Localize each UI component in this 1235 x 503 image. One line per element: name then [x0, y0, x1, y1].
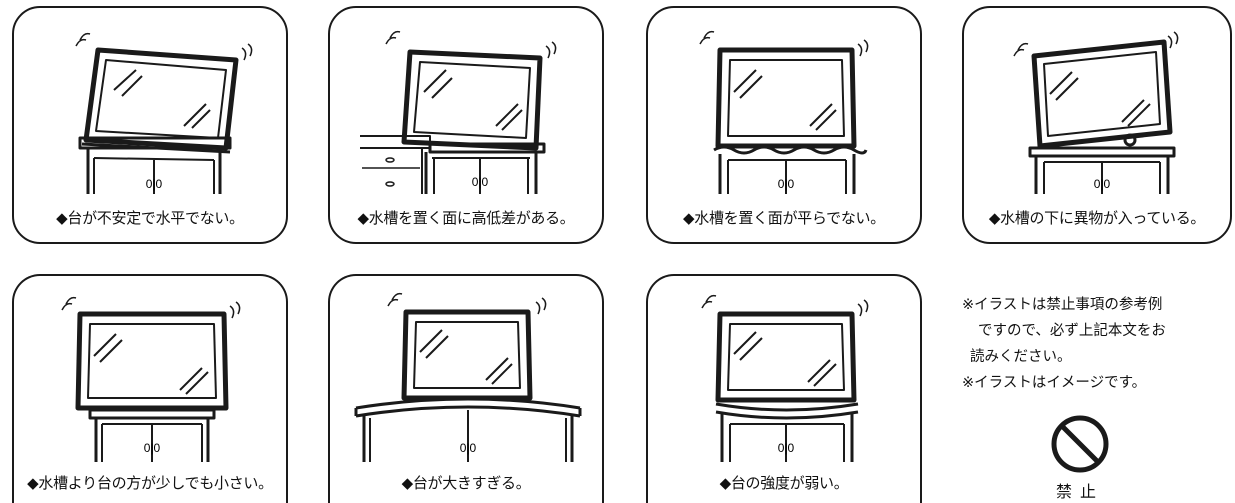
- tank-across-two-levels-illustration: 0|0: [360, 30, 557, 194]
- panel-unstable-stand: 0|0 ◆台が不安定で水平でない。: [12, 6, 288, 244]
- svg-text:0|0: 0|0: [144, 441, 161, 455]
- svg-text:0|0: 0|0: [472, 175, 489, 189]
- panel-stand-too-large: 0|0 ◆台が大きすぎる。: [328, 274, 604, 503]
- tank-on-wavy-surface-illustration: 0|0: [699, 30, 869, 194]
- prohibition-mark: 禁止: [1040, 412, 1120, 503]
- svg-text:0|0: 0|0: [1094, 177, 1111, 191]
- svg-text:0|0: 0|0: [778, 177, 795, 191]
- tank-on-oversized-stand-illustration: 0|0: [354, 292, 582, 462]
- panel-caption: ◆台が大きすぎる。: [401, 474, 531, 492]
- panel-stand-smaller-than-tank: 0|0 ◆水槽より台の方が少しでも小さい。: [12, 274, 288, 503]
- tank-on-sagging-stand-illustration: 0|0: [701, 294, 869, 462]
- panel-caption: ◆台が不安定で水平でない。: [56, 209, 244, 227]
- prohibition-label: 禁止: [1055, 482, 1104, 501]
- panel-surface-not-flat: 0|0 ◆水槽を置く面が平らでない。: [646, 6, 922, 244]
- panel-caption: ◆水槽を置く面に高低差がある。: [357, 209, 575, 227]
- note-line: ※イラストは禁止事項の参考例: [962, 297, 1163, 313]
- panel-uneven-surface-height: 0|0 ◆水槽を置く面に高低差がある。: [328, 6, 604, 244]
- svg-text:0|0: 0|0: [146, 177, 163, 191]
- illustration-notes: ※イラストは禁止事項の参考例 ですので、必ず上記本文をお 読みください。 ※イラ…: [962, 292, 1232, 396]
- note-line: 読みください。: [970, 349, 1072, 365]
- svg-text:0|0: 0|0: [778, 441, 795, 455]
- svg-text:0|0: 0|0: [460, 441, 477, 455]
- tank-on-small-stand-illustration: 0|0: [61, 296, 241, 462]
- panel-foreign-object-under-tank: 0|0 ◆水槽の下に異物が入っている。: [962, 6, 1232, 244]
- panel-caption: ◆水槽より台の方が少しでも小さい。: [27, 474, 273, 492]
- prohibition-icon: [1051, 415, 1109, 473]
- tank-on-foreign-object-illustration: 0|0: [1013, 31, 1179, 194]
- tank-on-tilted-stand-illustration: 0|0: [75, 32, 253, 194]
- panel-caption: ◆水槽の下に異物が入っている。: [988, 209, 1206, 227]
- note-line: ※イラストはイメージです。: [962, 375, 1147, 391]
- panel-caption: ◆台の強度が弱い。: [719, 474, 849, 492]
- note-line: ですので、必ず上記本文をお: [978, 323, 1166, 339]
- panel-caption: ◆水槽を置く面が平らでない。: [683, 209, 885, 227]
- panel-stand-weak: 0|0 ◆台の強度が弱い。: [646, 274, 922, 503]
